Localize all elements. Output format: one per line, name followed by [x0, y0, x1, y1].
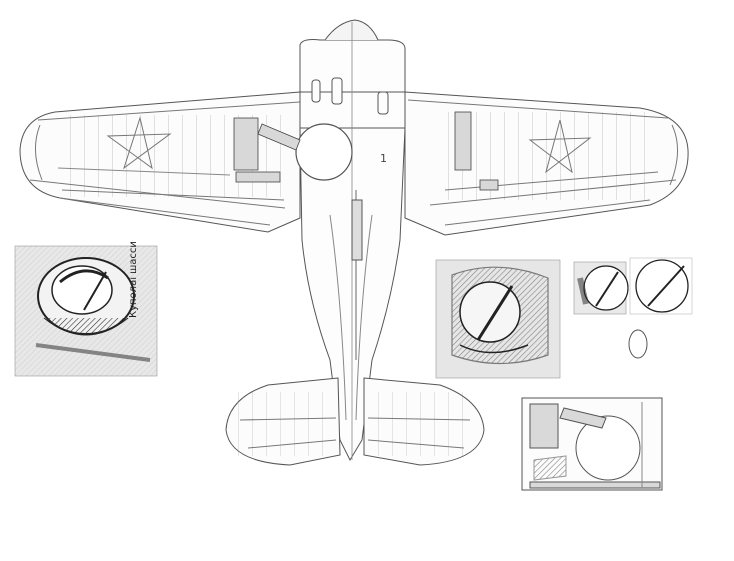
- star-icon: [106, 116, 172, 170]
- inset-gear-bay-photo: [435, 259, 561, 379]
- star-icon: [528, 119, 592, 174]
- inset-small-photo: [573, 261, 629, 315]
- wheel-well-caption: Куполаі шасси: [128, 241, 139, 318]
- main-wing: [19, 91, 689, 236]
- inset-wheel-well-photo: [14, 245, 158, 377]
- inset-small-drawing: [629, 257, 693, 315]
- oval-cover-drawing: [628, 329, 648, 359]
- inset-bay-drawing: [521, 397, 663, 491]
- fuselage-number-label: 1: [380, 152, 387, 165]
- landing-gear-bay-left: [233, 117, 301, 183]
- wheel-well-icon: [295, 123, 353, 181]
- landing-gear-bay-right: [454, 111, 499, 191]
- tailplane: [225, 377, 485, 466]
